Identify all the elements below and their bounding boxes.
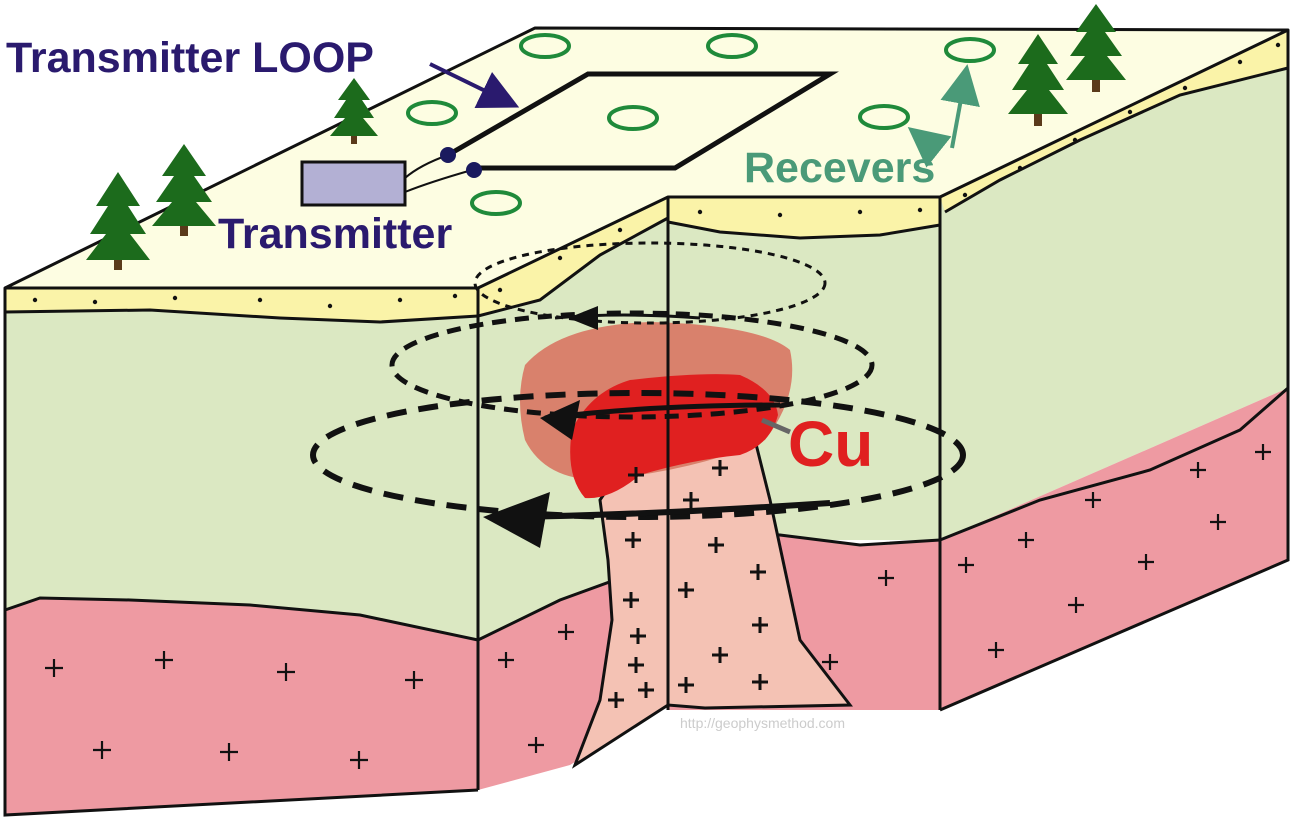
tree-icon [86, 172, 150, 270]
receivers-label: Recevers [744, 144, 935, 192]
ore-label: Cu [788, 408, 873, 480]
front-sand-layer [5, 288, 478, 322]
current-ring-mid [389, 310, 875, 420]
loop-terminal-1 [440, 147, 456, 163]
granite-crosses [45, 444, 1271, 769]
right-face [939, 30, 1289, 710]
receiver-label-pointers [907, 64, 980, 168]
right-pink-boundary [939, 386, 1289, 542]
tree-icon [1066, 4, 1126, 92]
current-ring-low [310, 390, 966, 520]
front-sand-boundary [4, 308, 479, 324]
trees [86, 4, 1126, 270]
cut-right-sand [668, 197, 940, 238]
transmitter-box-icon [300, 160, 407, 207]
tree-icon [330, 78, 378, 144]
tree-icon [152, 144, 216, 236]
current-arrow-icon [483, 306, 598, 548]
loop-label-pointer [429, 62, 520, 108]
transmitter-loop-label: Transmitter LOOP [6, 34, 374, 82]
receiver-coil-icon [470, 190, 522, 216]
watermark: http://geophysmethod.com [680, 715, 845, 731]
receiver-coil-icon [944, 37, 996, 63]
cut-left-sand [478, 197, 668, 316]
tree-icon [1008, 34, 1068, 126]
front-pink-boundary [4, 596, 479, 642]
receiver-coil-icon [706, 33, 758, 59]
right-sand-boundary [944, 66, 1289, 214]
front-pink-layer [5, 598, 478, 815]
transmitter-label: Transmitter [218, 210, 452, 258]
front-green-layer [5, 288, 478, 640]
transmitter-loop [446, 71, 839, 171]
intrusion-body [571, 438, 853, 769]
intrusion-crosses [608, 460, 768, 708]
receiver-coils [406, 33, 996, 216]
current-ring-top [473, 241, 827, 325]
eddy-current-rings [310, 241, 966, 520]
loop-terminal-2 [466, 162, 482, 178]
ore-label-pointer [761, 417, 791, 435]
block-outline [3, 30, 1290, 817]
receiver-coil-icon [607, 105, 659, 131]
receiver-coil-icon [858, 104, 910, 130]
right-pink-layer [940, 388, 1288, 710]
receiver-coil-icon [519, 33, 571, 59]
receiver-coil-icon [406, 100, 458, 126]
front-face [4, 288, 479, 815]
sand-dots [32, 42, 1281, 309]
